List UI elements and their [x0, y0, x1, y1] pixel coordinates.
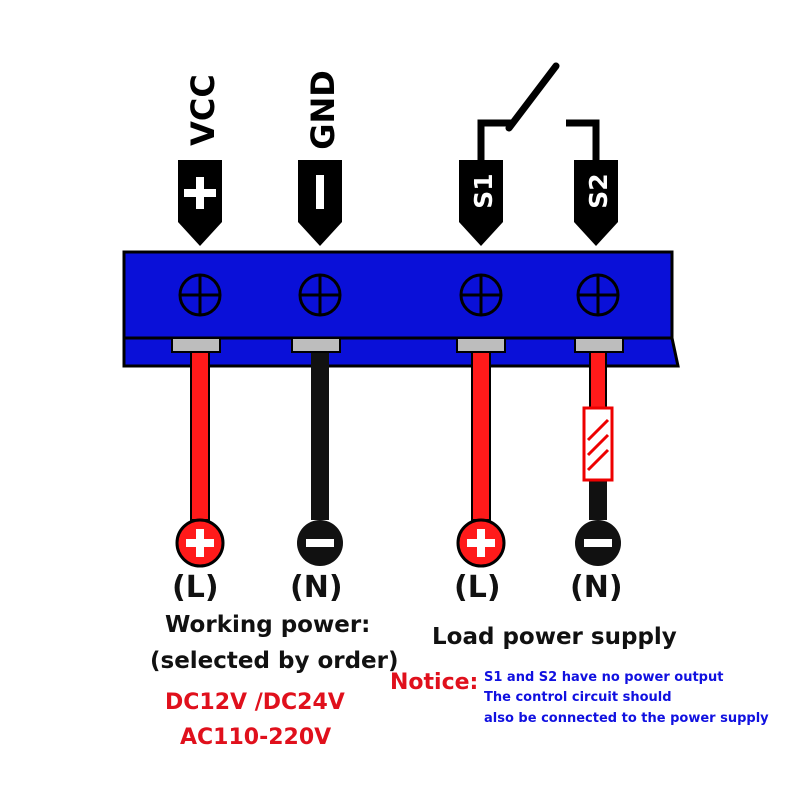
notice-line-2: The control circuit should	[484, 690, 672, 705]
wire-s1	[471, 349, 491, 521]
end-label-vcc: (L)	[172, 570, 219, 605]
screw-gnd	[298, 273, 342, 317]
notice-line-1: S1 and S2 have no power output	[484, 670, 724, 685]
voltage-dc: DC12V /DC24V	[165, 690, 345, 715]
plus-symbol-vcc-v	[196, 177, 204, 209]
tag-label-s1: S1	[469, 173, 498, 208]
wire-vcc	[190, 349, 210, 521]
load-resistor	[582, 406, 614, 482]
load-power-supply-caption: Load power supply	[432, 624, 677, 650]
notice-line-3: also be connected to the power supply	[484, 711, 769, 726]
end-label-s1: (L)	[454, 570, 501, 605]
tag-label-s2: S2	[584, 173, 613, 208]
label-vcc: VCC	[184, 74, 222, 146]
screw-s2	[576, 273, 620, 317]
end-label-gnd: (N)	[290, 570, 343, 605]
clip-s1	[456, 337, 506, 353]
clip-s2	[574, 337, 624, 353]
end-minus-gnd	[297, 520, 343, 566]
tag-s2	[574, 160, 618, 246]
tag-s1	[459, 160, 503, 246]
wire-gnd	[311, 350, 329, 520]
end-label-s2: (N)	[570, 570, 623, 605]
wire-s2-bottom	[589, 478, 607, 520]
clip-vcc	[171, 337, 221, 353]
end-minus-s2	[575, 520, 621, 566]
wire-s2-top	[589, 349, 607, 411]
label-gnd: GND	[304, 70, 342, 150]
voltage-ac: AC110-220V	[180, 725, 332, 750]
notice-title: Notice:	[390, 670, 479, 695]
screw-vcc	[178, 273, 222, 317]
switch-lead-s2	[566, 119, 600, 162]
switch-lead-s1	[477, 119, 513, 162]
end-plus-vcc	[175, 518, 225, 568]
selected-by-order-caption: (selected by order)	[150, 648, 399, 674]
screw-s1	[459, 273, 503, 317]
clip-gnd	[291, 337, 341, 353]
end-plus-s1	[456, 518, 506, 568]
minus-symbol-gnd	[316, 175, 324, 209]
working-power-caption: Working power:	[165, 612, 371, 638]
switch-blade	[505, 62, 560, 132]
